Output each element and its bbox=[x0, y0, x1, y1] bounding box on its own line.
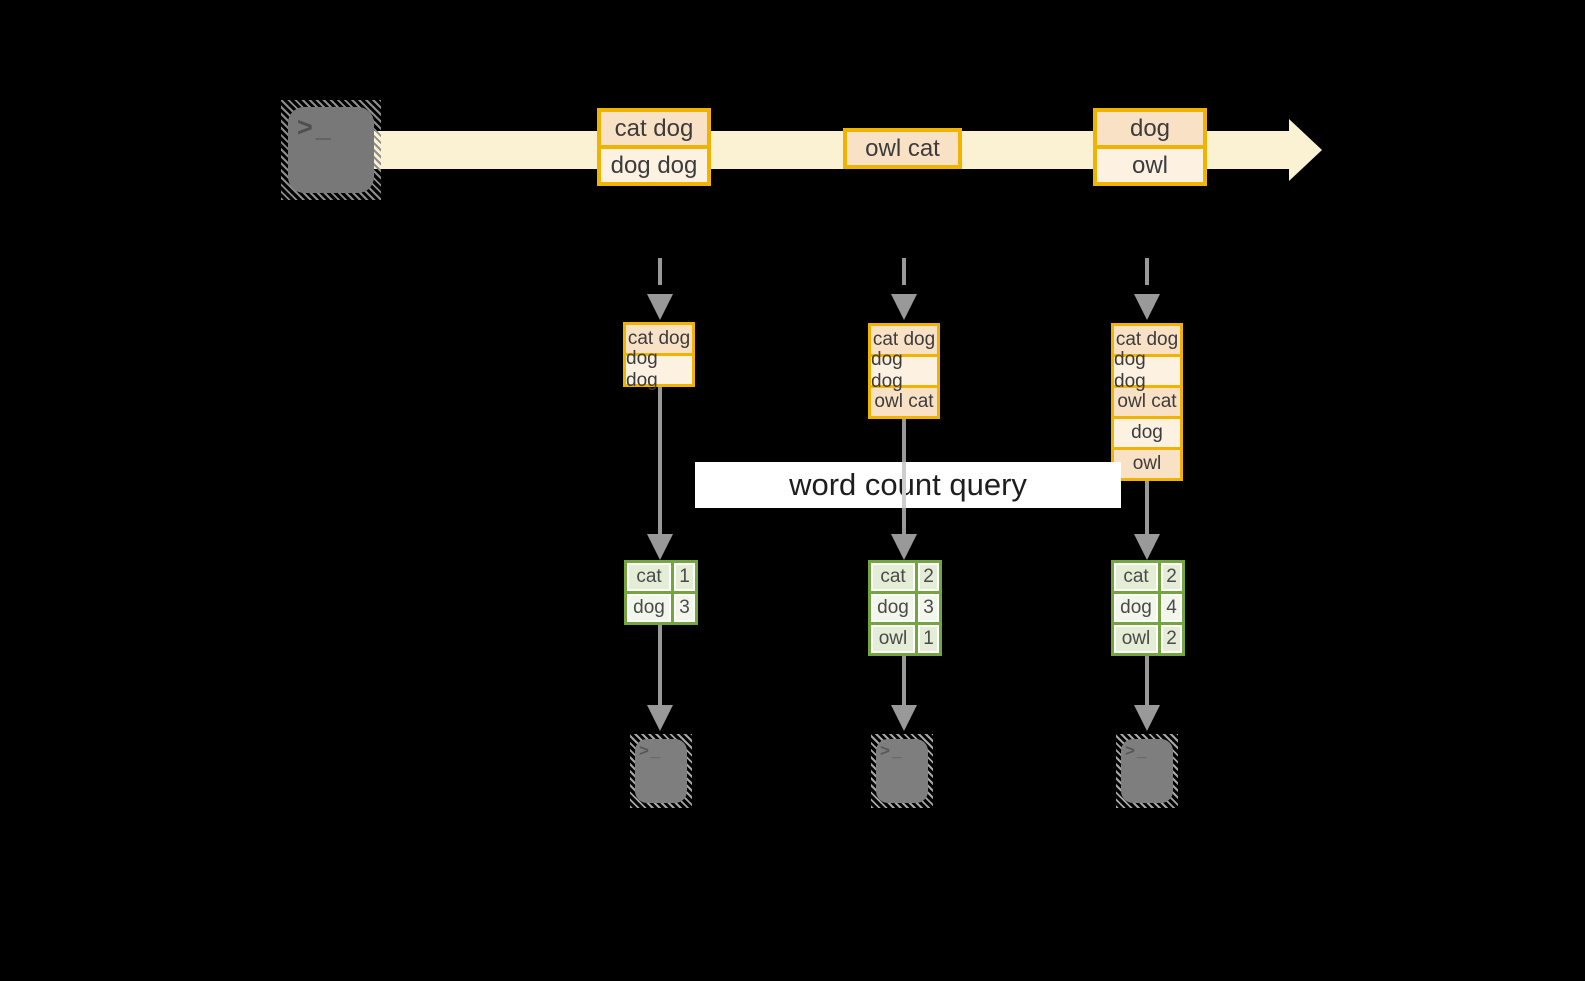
count-value-cell: 2 bbox=[1158, 625, 1182, 653]
stream-event-line: cat dog bbox=[601, 112, 707, 145]
count-table: cat 2 dog 3 owl 1 bbox=[868, 560, 942, 656]
count-value-cell: 4 bbox=[1158, 594, 1182, 622]
buffer-line: cat dog bbox=[871, 326, 937, 354]
output-arrow-line bbox=[902, 656, 906, 705]
stream-event-box: cat dog dog dog bbox=[597, 108, 711, 186]
stream-event-line: owl cat bbox=[847, 132, 958, 165]
buffer-line: dog dog bbox=[871, 349, 937, 392]
count-table: cat 1 dog 3 bbox=[624, 560, 698, 625]
buffer-line: owl cat bbox=[1114, 385, 1180, 416]
count-value-cell: 3 bbox=[915, 594, 939, 622]
count-word-cell: cat bbox=[871, 563, 915, 591]
count-word-cell: cat bbox=[627, 563, 671, 591]
source-terminal-icon: >_ bbox=[281, 100, 381, 200]
stream-event-box: dog owl bbox=[1093, 108, 1207, 186]
count-table: cat 2 dog 4 owl 2 bbox=[1111, 560, 1185, 656]
buffer-line: dog dog bbox=[626, 348, 692, 391]
stream-arrow-head-icon bbox=[1289, 119, 1322, 181]
terminal-prompt-glyph: >_ bbox=[1125, 741, 1149, 760]
ingest-arrow-head-icon bbox=[891, 294, 917, 320]
terminal-prompt-glyph: >_ bbox=[880, 741, 904, 760]
query-arrow-head-icon bbox=[891, 534, 917, 560]
count-value-cell: 1 bbox=[671, 563, 695, 591]
buffer-line: dog bbox=[1114, 416, 1180, 447]
count-value-cell: 1 bbox=[915, 625, 939, 653]
count-value-cell: 2 bbox=[915, 563, 939, 591]
ingest-arrow-head-icon bbox=[1134, 294, 1160, 320]
count-value-cell: 3 bbox=[671, 594, 695, 622]
stream-event-line: dog dog bbox=[601, 145, 707, 182]
buffer-box: cat dog dog dog bbox=[623, 322, 695, 391]
output-terminal-icon: >_ bbox=[871, 734, 933, 808]
count-value-cell: 2 bbox=[1158, 563, 1182, 591]
buffer-line: owl cat bbox=[871, 385, 937, 416]
stream-event-line: dog bbox=[1097, 112, 1203, 145]
terminal-prompt-glyph: >_ bbox=[639, 741, 663, 760]
stream-event-box: owl cat bbox=[843, 128, 962, 169]
output-terminal-icon: >_ bbox=[1116, 734, 1178, 808]
output-arrow-head-icon bbox=[647, 705, 673, 731]
ingest-arrow-dash bbox=[658, 258, 662, 285]
buffer-line: dog dog bbox=[1114, 349, 1180, 392]
query-arrow-head-icon bbox=[1134, 534, 1160, 560]
terminal-prompt-glyph: >_ bbox=[297, 112, 334, 142]
buffer-box: cat dog dog dog owl cat dog owl bbox=[1111, 323, 1183, 481]
count-word-cell: dog bbox=[1114, 594, 1158, 622]
query-label: word count query bbox=[695, 462, 1121, 508]
buffer-line: owl bbox=[1114, 447, 1180, 478]
buffer-box: cat dog dog dog owl cat bbox=[868, 323, 940, 419]
terminal-screen bbox=[288, 107, 374, 193]
terminal-screen bbox=[876, 739, 928, 803]
output-terminal-icon: >_ bbox=[630, 734, 692, 808]
ingest-arrow-dash bbox=[902, 258, 906, 285]
output-arrow-line bbox=[1145, 656, 1149, 705]
output-arrow-head-icon bbox=[1134, 705, 1160, 731]
terminal-screen bbox=[635, 739, 687, 803]
count-word-cell: owl bbox=[1114, 625, 1158, 653]
query-arrow-crossline bbox=[902, 462, 906, 508]
ingest-arrow-head-icon bbox=[647, 294, 673, 320]
count-word-cell: dog bbox=[627, 594, 671, 622]
count-word-cell: cat bbox=[1114, 563, 1158, 591]
query-arrow-head-icon bbox=[647, 534, 673, 560]
count-word-cell: owl bbox=[871, 625, 915, 653]
terminal-screen bbox=[1121, 739, 1173, 803]
buffer-line: cat dog bbox=[1114, 326, 1180, 354]
query-arrow-line bbox=[1145, 481, 1149, 534]
stream-event-line: owl bbox=[1097, 145, 1203, 182]
output-arrow-head-icon bbox=[891, 705, 917, 731]
query-arrow-line bbox=[658, 387, 662, 534]
buffer-line: cat dog bbox=[626, 325, 692, 353]
ingest-arrow-dash bbox=[1145, 258, 1149, 285]
query-label-text: word count query bbox=[789, 467, 1027, 502]
count-word-cell: dog bbox=[871, 594, 915, 622]
output-arrow-line bbox=[658, 625, 662, 705]
